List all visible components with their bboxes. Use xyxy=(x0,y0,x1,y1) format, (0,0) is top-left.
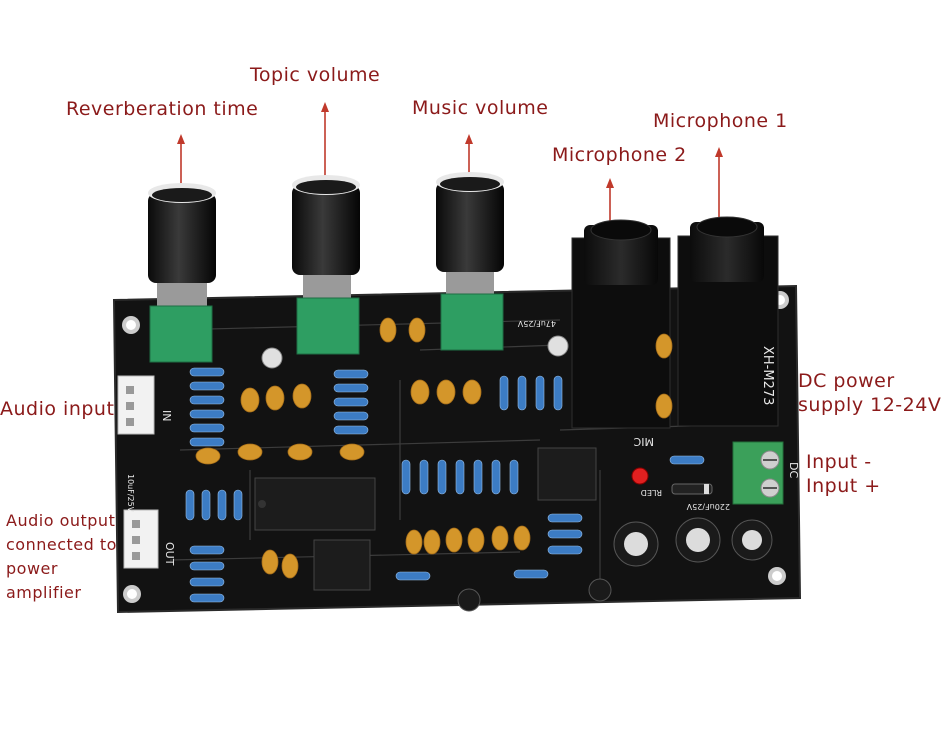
audio-input-connector xyxy=(117,375,155,435)
silk-out-label: OUT xyxy=(163,542,176,566)
silk-in-label: IN xyxy=(160,410,173,421)
music-volume-knob[interactable] xyxy=(436,172,504,351)
audio-output-label-line4: amplifier xyxy=(6,583,82,602)
input-plus-label: Input + xyxy=(806,475,881,497)
microphone-2-jack[interactable] xyxy=(571,219,671,429)
microphone-1-label: Microphone 1 xyxy=(653,110,788,132)
cap-silk-label-1: 47uF/25V xyxy=(517,319,556,328)
audio-output-label-line3: power xyxy=(6,559,58,578)
ceramic-capacitors xyxy=(195,317,673,579)
mic-silk-label: MIC xyxy=(633,435,654,448)
audio-output-connector xyxy=(123,509,159,569)
ic-chip-small-2 xyxy=(537,447,597,501)
cap-silk-label-2: 10uF/25V xyxy=(126,474,135,513)
ic-chip-main xyxy=(254,477,376,531)
topic-volume-label: Topic volume xyxy=(250,64,381,86)
reverberation-time-label: Reverberation time xyxy=(66,98,259,120)
audio-output-label-line2: connected to xyxy=(6,535,117,554)
model-silk-label: XH-M273 xyxy=(760,346,775,405)
topic-volume-knob[interactable] xyxy=(292,175,360,355)
audio-output-label-line1: Audio output xyxy=(6,511,116,530)
music-volume-label: Music volume xyxy=(412,97,549,119)
led-silk-label: RLED xyxy=(641,488,662,497)
electrolytic-capacitors xyxy=(261,335,773,612)
diode xyxy=(671,483,713,495)
dc-power-terminal[interactable] xyxy=(732,441,784,505)
arrows xyxy=(177,102,723,225)
audio-input-label: Audio input xyxy=(0,398,115,420)
resistors xyxy=(185,367,705,603)
dc-power-label-line1: DC power xyxy=(798,370,895,392)
input-minus-label: Input - xyxy=(806,451,872,473)
microphone-1-jack[interactable] xyxy=(677,216,779,427)
power-led xyxy=(631,467,649,485)
microphone-2-label: Microphone 2 xyxy=(552,144,687,166)
dc-silk-label: DC xyxy=(787,462,800,478)
cap-silk-label-3: 220uF/25V xyxy=(686,502,730,511)
reverberation-knob[interactable] xyxy=(148,183,216,363)
ic-chip-small-1 xyxy=(313,539,371,591)
dc-power-label-line2: supply 12-24V xyxy=(798,394,942,416)
